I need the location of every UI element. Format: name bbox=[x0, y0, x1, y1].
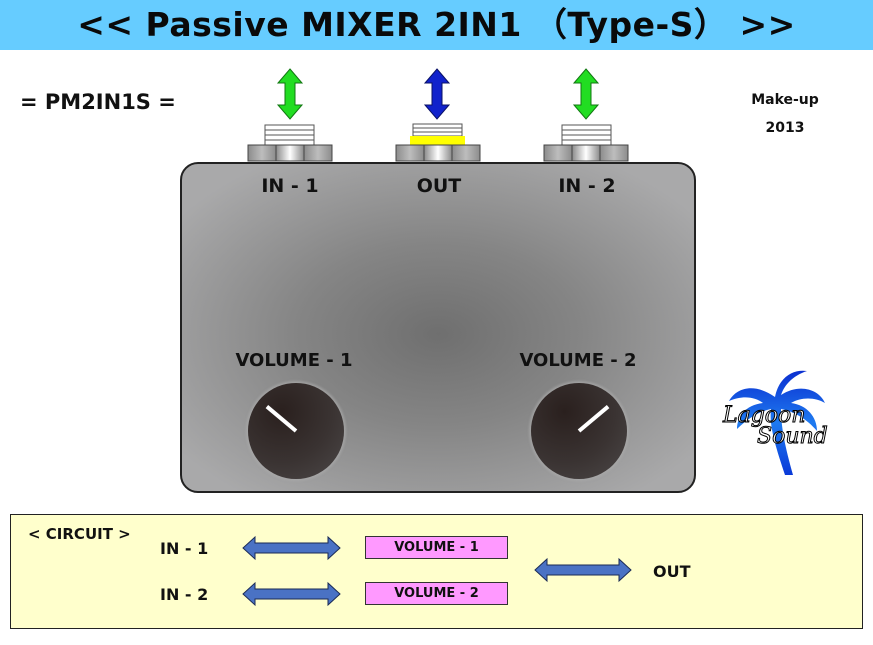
circuit-panel bbox=[10, 514, 863, 629]
out-arrow-icon bbox=[423, 68, 451, 120]
in2-arrow-icon bbox=[572, 68, 600, 120]
circuit-output: OUT bbox=[653, 562, 691, 581]
volume2-knob[interactable] bbox=[531, 383, 627, 479]
model-code: = PM2IN1S = bbox=[20, 90, 176, 114]
volume1-label: VOLUME - 1 bbox=[235, 350, 353, 371]
in1-jack-connector bbox=[247, 124, 333, 162]
jack-label-in2: IN - 2 bbox=[558, 175, 616, 197]
makeup-label: Make-up bbox=[751, 92, 819, 108]
logo-text-lagoon: Lagoon bbox=[722, 403, 805, 428]
out-jack-connector bbox=[395, 123, 481, 162]
circuit-title: < CIRCUIT > bbox=[28, 525, 131, 543]
makeup-year: 2013 bbox=[765, 120, 805, 136]
volume2-knob-pointer bbox=[577, 405, 610, 433]
in2-jack-connector bbox=[543, 124, 629, 162]
jack-label-in1: IN - 1 bbox=[261, 175, 319, 197]
jack-label-out: OUT bbox=[416, 175, 462, 197]
title-bar bbox=[0, 0, 873, 50]
page-title: << Passive MIXER 2IN1 （Type-S） >> bbox=[77, 5, 796, 44]
circuit-input-2: IN - 2 bbox=[160, 585, 209, 604]
circuit-input-1: IN - 1 bbox=[160, 539, 209, 558]
circuit-volume-2: VOLUME - 2 bbox=[365, 582, 508, 605]
volume2-label: VOLUME - 2 bbox=[519, 350, 637, 371]
volume1-knob[interactable] bbox=[248, 383, 344, 479]
in1-arrow-icon bbox=[276, 68, 304, 120]
makeup-info: Make-up 2013 bbox=[740, 86, 830, 142]
jacks-graphic bbox=[247, 68, 629, 162]
lagoon-sound-logo: Lagoon Sound bbox=[722, 370, 828, 475]
circuit-volume-1: VOLUME - 1 bbox=[365, 536, 508, 559]
palm-tree-icon bbox=[729, 370, 825, 475]
logo-text-sound: Sound bbox=[757, 424, 828, 449]
volume1-knob-pointer bbox=[265, 405, 298, 433]
